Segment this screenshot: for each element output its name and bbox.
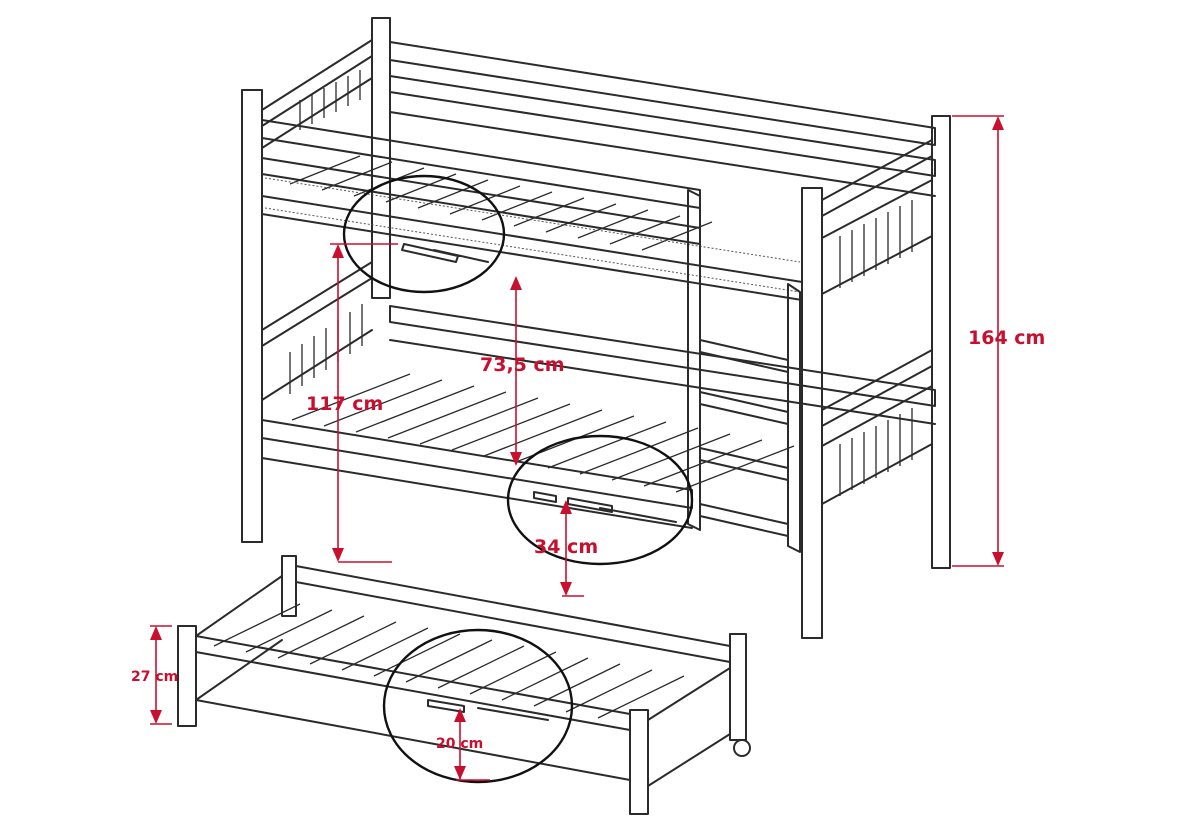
trundle-front-left-post [177,625,197,727]
upper-side-rail [261,195,803,301]
trundle-back-left-post [281,555,297,617]
upper-right-headboard [821,139,933,295]
dim-34-label: 34 cm [534,536,598,558]
upper-back-guardrail [389,41,936,197]
front-left-post [241,89,263,543]
ladder [687,189,801,553]
dim-73-5-label: 73,5 cm [480,354,565,376]
trundle-drawer [177,555,751,815]
dim-117-label: 117 cm [306,393,383,415]
lower-front-rail-bottom [261,437,693,529]
dim-27 [150,625,172,725]
upper-left-headboard [261,39,373,149]
trundle-left-end [195,575,283,701]
lower-left-headboard [261,261,373,401]
trundle-front-rail [195,635,631,731]
trundle-slats [213,603,685,719]
lower-right-headboard [821,349,933,505]
dim-20 [454,708,490,781]
dim-164 [952,115,1004,567]
lower-front-rail [261,419,693,509]
trundle-slat-detail-circle [382,628,574,784]
trundle-front-right-post [629,709,649,815]
trundle-right-end [647,667,731,787]
trundle-front-rail-bottom [195,651,631,781]
dim-20-label: 20 cm [436,736,483,752]
lower-slat-detail-circle [506,434,694,566]
trundle-back-rail [295,565,731,663]
dim-117 [330,243,398,563]
dim-27-label: 27 cm [131,669,178,685]
upper-detail-slats [401,243,489,263]
dim-164-label: 164 cm [968,327,1045,349]
trundle-wheel [733,739,751,757]
lower-detail-slats [533,491,677,523]
front-right-post [801,187,823,639]
lower-back-rail [389,305,936,425]
dim-73-5 [510,276,522,466]
dim-34 [560,500,584,597]
upper-slat-detail-circle [342,174,506,294]
trundle-detail-slats [427,699,549,721]
trundle-back-right-post [729,633,747,741]
bunk-bed-frame [241,17,951,639]
back-right-post [931,115,951,569]
